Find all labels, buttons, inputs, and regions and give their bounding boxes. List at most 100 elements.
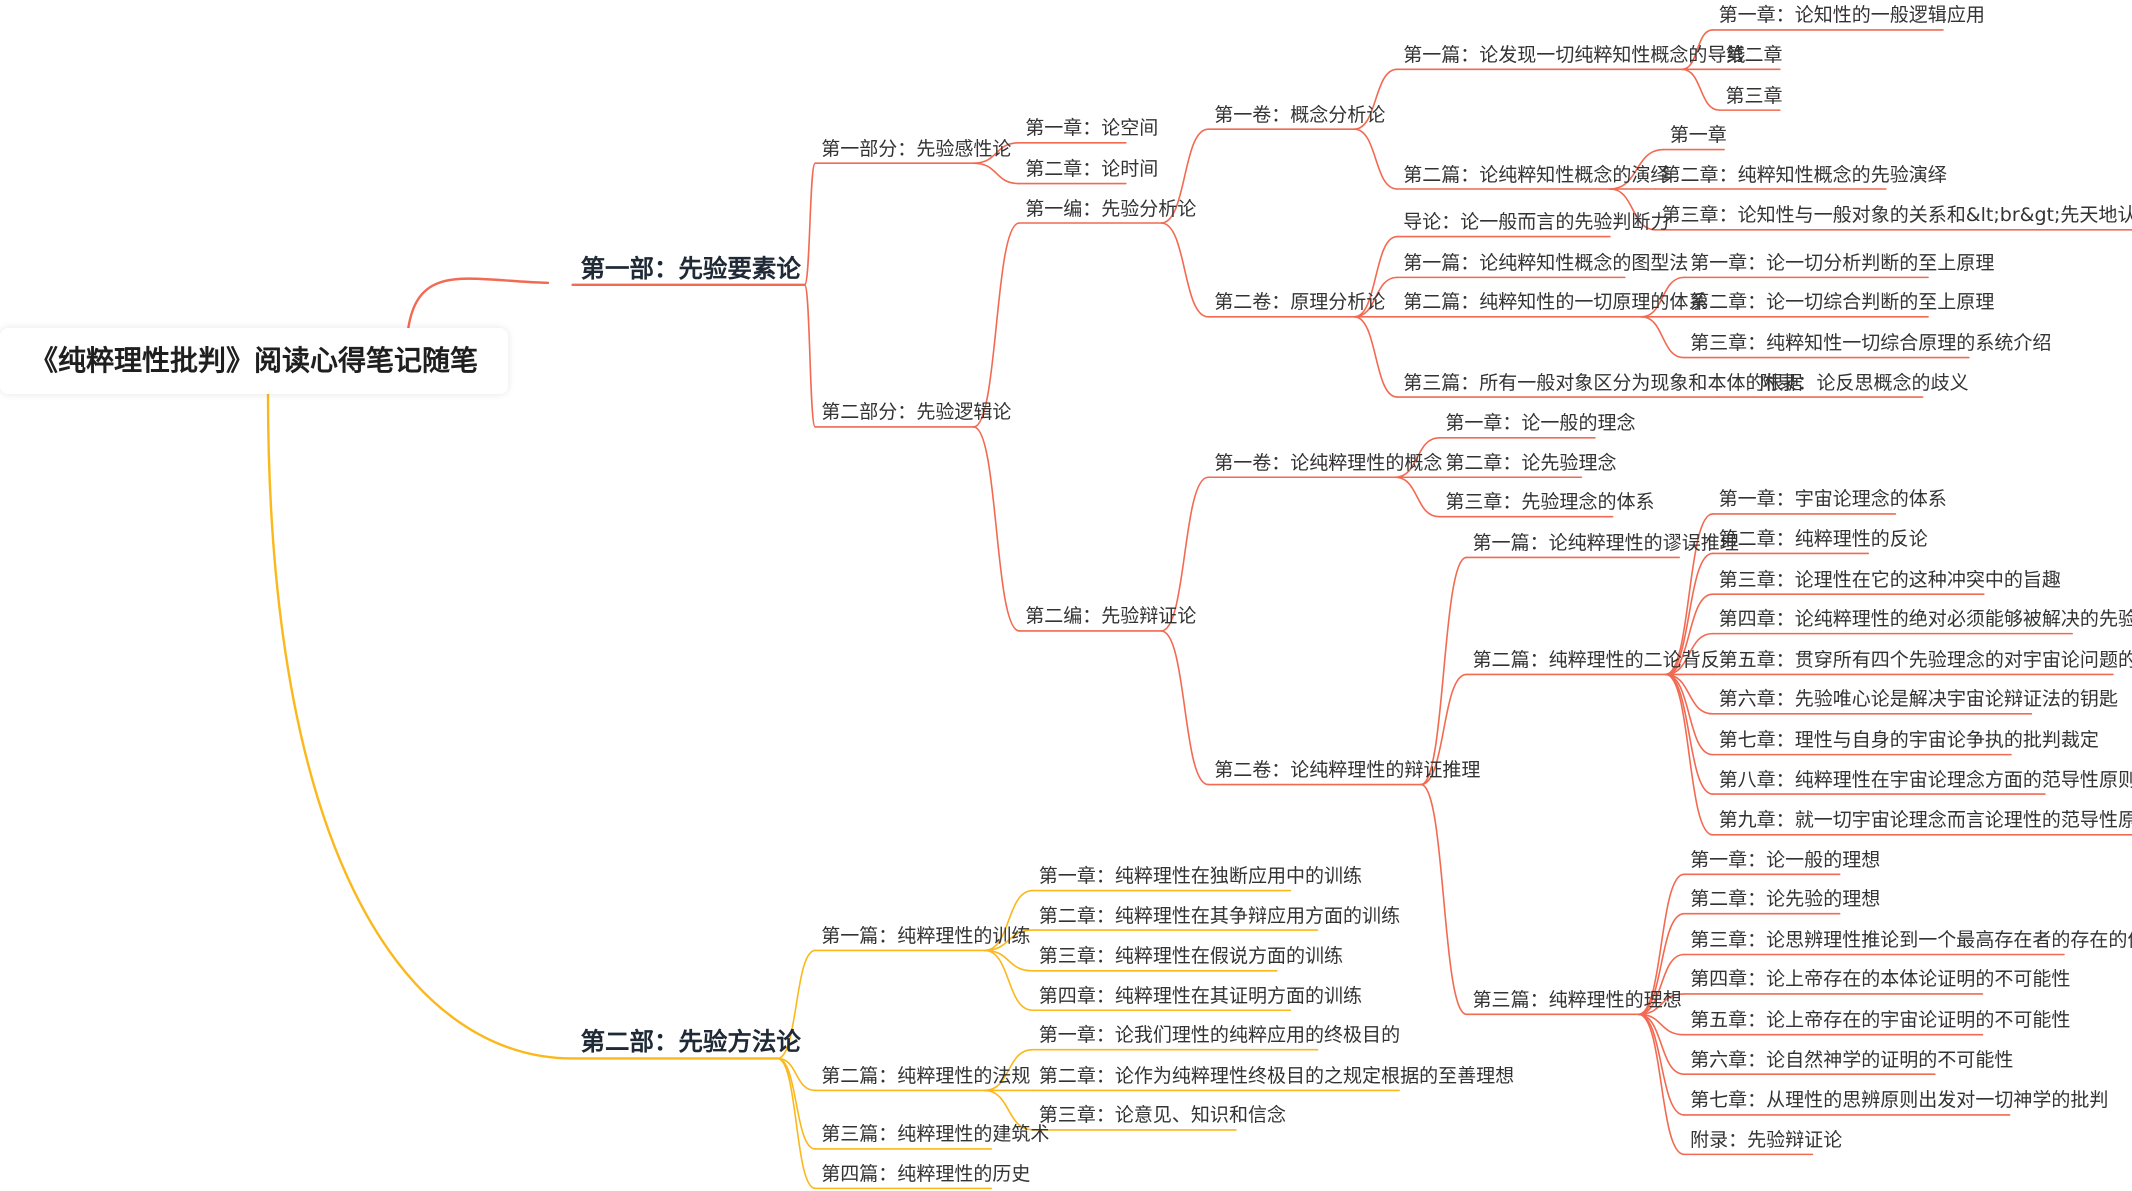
subtopic[interactable]: 第二篇：论纯粹知性概念的演绎 — [1403, 163, 1670, 186]
branch-connector — [1637, 912, 1685, 1016]
subtopic[interactable]: 第一篇：论纯粹知性概念的图型法 — [1403, 251, 1689, 274]
subtopic[interactable]: 第六章：论自然神学的证明的不可能性 — [1690, 1048, 2014, 1071]
branch-connector — [1664, 673, 1714, 756]
subtopic[interactable]: 第一章：宇宙论理念的体系 — [1718, 488, 1947, 511]
subtopic[interactable]: 第二篇：纯粹理性的二论背反 — [1472, 648, 1720, 671]
branch-connector — [776, 949, 817, 1060]
subtopic[interactable]: 第一章：论知性的一般逻辑应用 — [1718, 4, 1985, 27]
branch-connector — [1353, 316, 1398, 398]
subtopic[interactable]: 第一篇：论发现一切纯粹知性概念的导线 — [1403, 43, 1746, 66]
branch-connector — [983, 949, 1034, 972]
subtopic[interactable]: 第四章：论纯粹理性的绝对必须能够被解决的先验课题 — [1718, 608, 2132, 631]
subtopic[interactable]: 第二章 — [1725, 43, 1783, 66]
branch-connector — [803, 284, 817, 428]
branch-connector — [776, 1057, 817, 1150]
subtopic[interactable]: 第二章：论作为纯粹理性终极目的之规定根据的至善理想 — [1038, 1065, 1515, 1087]
branch-connector — [983, 949, 1034, 1012]
subtopic[interactable]: 第二卷：原理分析论 — [1214, 291, 1386, 314]
branch-connector — [1420, 556, 1468, 786]
branch-connector — [1420, 673, 1468, 786]
subtopic[interactable]: 第四章：纯粹理性在其证明方面的训练 — [1038, 984, 1363, 1007]
subtopic[interactable]: 第五章：论上帝存在的宇宙论证明的不可能性 — [1690, 1009, 2071, 1032]
branch-connector — [1664, 513, 1714, 676]
subtopic[interactable]: 第二部分：先验逻辑论 — [821, 401, 1012, 424]
branch-connector — [1160, 476, 1210, 632]
subtopic[interactable]: 第三章：论理性在它的这种冲突中的旨趣 — [1718, 568, 2061, 591]
subtopic[interactable]: 第七章：理性与自身的宇宙论争执的批判裁定 — [1718, 729, 2099, 752]
branch-connector — [776, 1057, 817, 1092]
branch-connector — [983, 929, 1034, 952]
subtopic[interactable]: 第一章：纯粹理性在独断应用中的训练 — [1038, 865, 1363, 888]
branch-connector — [1353, 235, 1398, 318]
branch-connector — [1609, 188, 1657, 231]
branch-connector — [972, 426, 1021, 632]
subtopic[interactable]: 第二篇：纯粹知性的一切原理的体系 — [1403, 291, 1708, 314]
subtopic[interactable]: 第九章：就一切宇宙论理念而言论理性的范导性原则的经验性应用 — [1718, 809, 2132, 832]
subtopic[interactable]: 第三章：先验理念的体系 — [1445, 491, 1655, 514]
subtopic[interactable]: 第三章：论意见、知识和信念 — [1038, 1104, 1286, 1127]
branch-connector — [1637, 873, 1685, 1016]
subtopic[interactable]: 导论：论一般而言的先验判断力 — [1403, 211, 1670, 234]
main-branch-topic[interactable]: 第二部：先验方法论 — [580, 1027, 801, 1057]
subtopic[interactable]: 第二章：论时间 — [1025, 158, 1159, 181]
subtopic[interactable]: 第三章 — [1725, 84, 1783, 107]
subtopic[interactable]: 第一章：论一般的理念 — [1445, 412, 1636, 435]
subtopic[interactable]: 附录：先验辩证论 — [1690, 1128, 1843, 1151]
subtopic[interactable]: 第一卷：概念分析论 — [1214, 103, 1386, 126]
branch-connector — [1664, 593, 1714, 676]
branch-connector — [1160, 128, 1210, 224]
subtopic[interactable]: 第一编：先验分析论 — [1025, 197, 1197, 220]
subtopic[interactable]: 第一卷：论纯粹理性的概念 — [1214, 451, 1443, 474]
subtopic[interactable]: 第一篇：纯粹理性的训练 — [821, 924, 1031, 947]
branch-connector — [1637, 953, 1685, 1016]
branch-connector — [1160, 222, 1210, 318]
main-branch-topic[interactable]: 第一部：先验要素论 — [580, 253, 801, 283]
subtopic[interactable]: 第一章：论我们理性的纯粹应用的终极目的 — [1038, 1024, 1401, 1047]
subtopic[interactable]: 第四章：论上帝存在的本体论证明的不可能性 — [1690, 968, 2071, 991]
subtopic[interactable]: 第三章：纯粹知性一切综合原理的系统介绍 — [1690, 332, 2052, 355]
branch-connector — [1664, 552, 1714, 676]
subtopic[interactable]: 第一章 — [1669, 124, 1727, 147]
branch-connector — [1609, 148, 1665, 190]
subtopic[interactable]: 第一章：论空间 — [1025, 117, 1159, 140]
subtopic[interactable]: 第一章：论一般的理想 — [1690, 848, 1881, 871]
subtopic[interactable]: 第二卷：论纯粹理性的辩证推理 — [1214, 759, 1481, 782]
subtopic[interactable]: 附录：论反思概念的歧义 — [1759, 371, 1969, 394]
branch-connector — [1664, 673, 1714, 715]
subtopic[interactable]: 第三章：论思辨理性推论到一个最高存在者的存在的依据 — [1690, 929, 2132, 952]
branch-connector — [1664, 673, 1714, 795]
subtopic[interactable]: 第二章：纯粹理性在其争辩应用方面的训练 — [1038, 904, 1401, 927]
branch-connector — [803, 162, 817, 286]
subtopic[interactable]: 第二章：论先验理念 — [1445, 451, 1617, 474]
subtopic[interactable]: 第三章：纯粹理性在假说方面的训练 — [1038, 945, 1344, 968]
subtopic[interactable]: 第二章：纯粹知性概念的先验演绎 — [1661, 163, 1947, 186]
branch-connector — [972, 141, 1021, 164]
branch-connector — [1420, 783, 1468, 1016]
subtopic[interactable]: 第六章：先验唯心论是解决宇宙论辩证法的钥匙 — [1718, 688, 2118, 711]
subtopic[interactable]: 第二编：先验辩证论 — [1025, 605, 1197, 628]
branch-connector — [1637, 1013, 1685, 1116]
subtopic[interactable]: 第八章：纯粹理性在宇宙论理念方面的范导性原则 — [1718, 768, 2132, 791]
subtopic[interactable]: 第五章：贯穿所有四个先验理念的对宇宙论问题的怀疑论观念 — [1718, 648, 2132, 671]
root-topic[interactable]: 《纯粹理性批判》阅读心得笔记随笔 — [0, 328, 508, 394]
subtopic[interactable]: 第四篇：纯粹理性的历史 — [821, 1162, 1031, 1185]
subtopic[interactable]: 第七章：从理性的思辨原则出发对一切神学的批判 — [1690, 1089, 2109, 1112]
branch-connector — [1640, 316, 1685, 359]
branch-connector — [1664, 632, 1714, 676]
subtopic[interactable]: 第二章：论一切综合判断的至上原理 — [1690, 291, 1995, 314]
subtopic[interactable]: 第三章：论知性与一般对象的关系和&lt;br&gt;先天地认识这些对象的可能性 — [1661, 204, 2132, 227]
subtopic[interactable]: 第三篇：纯粹理性的建筑术 — [821, 1123, 1050, 1146]
subtopic[interactable]: 第一部分：先验感性论 — [821, 137, 1012, 160]
subtopic[interactable]: 第二篇：纯粹理性的法规 — [821, 1065, 1031, 1087]
branch-connector — [1394, 437, 1441, 479]
subtopic[interactable]: 第一章：论一切分析判断的至上原理 — [1690, 251, 1995, 274]
subtopic[interactable]: 第三篇：所有一般对象区分为现象和本体的根据 — [1403, 371, 1803, 394]
branch-connector — [1637, 1013, 1685, 1075]
subtopic[interactable]: 第三篇：纯粹理性的理想 — [1472, 988, 1682, 1011]
subtopic[interactable]: 第二章：纯粹理性的反论 — [1718, 527, 1928, 550]
subtopic[interactable]: 第一篇：论纯粹理性的谬误推理 — [1472, 532, 1739, 554]
subtopic[interactable]: 第二章：论先验的理想 — [1690, 888, 1881, 911]
branch-connector — [972, 222, 1021, 428]
